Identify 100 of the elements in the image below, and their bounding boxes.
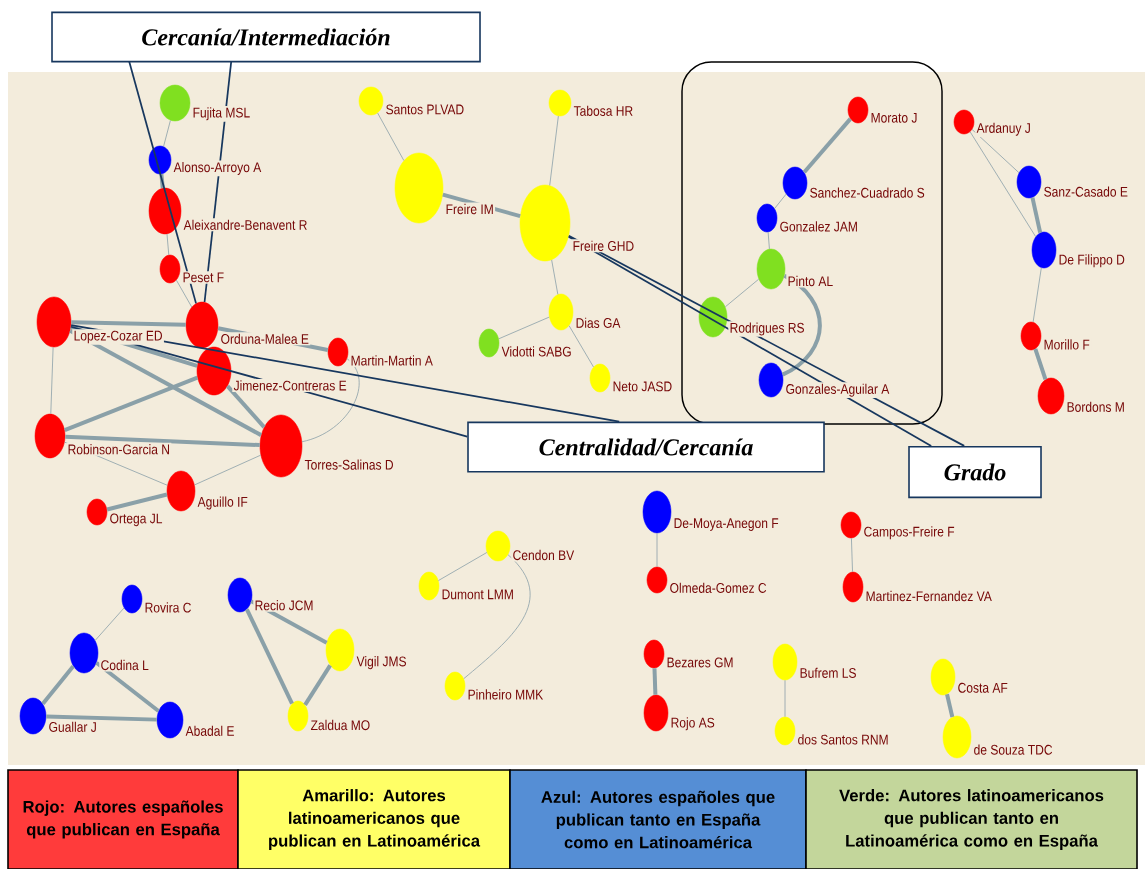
author-name: Guallar J [47, 720, 99, 734]
author-name: Sanz-Casado E [1042, 185, 1130, 199]
author-name: Bordons M [1065, 400, 1127, 414]
author-circle [159, 84, 191, 122]
author-circle [840, 511, 862, 539]
network-link [250, 599, 328, 645]
leader-line [128, 60, 197, 305]
author-circle [148, 145, 172, 175]
author-circle [485, 530, 511, 562]
network-link [442, 192, 521, 219]
author-circle [418, 571, 440, 601]
network-link [438, 552, 488, 581]
author-name: Bezares GM [665, 656, 735, 669]
network-link [50, 346, 54, 415]
author-circle [185, 301, 219, 349]
author-circle [159, 254, 181, 284]
author-circle [643, 694, 669, 732]
author-name: Santos PLVAD [384, 103, 466, 116]
network-link [41, 665, 75, 706]
network-link [1032, 267, 1042, 323]
network-link [784, 679, 786, 718]
author-name: Aleixandre-Benavent R [182, 218, 309, 232]
author-name: Sanchez-Cuadrado S [808, 186, 927, 200]
network-link [971, 129, 1020, 174]
network-link [301, 358, 360, 443]
author-circle [953, 109, 975, 135]
author-circle [394, 152, 444, 224]
author-name: Freire GHD [571, 239, 636, 253]
author-circle [643, 639, 665, 669]
author-circle [156, 701, 184, 739]
group-frame [681, 61, 943, 425]
author-circle [166, 470, 196, 512]
legend-cell: Rojo: Autores españoles que publican en España [7, 769, 239, 869]
author-name: Abadal E [184, 724, 236, 738]
author-circle [646, 566, 668, 594]
network-link [945, 693, 955, 718]
network-link [851, 537, 853, 573]
callout-box: Grado [908, 445, 1042, 499]
network-link [69, 329, 263, 437]
author-circle [930, 658, 956, 696]
author-circle [772, 643, 798, 681]
author-circle [325, 628, 355, 672]
author-circle [1031, 231, 1057, 269]
legend-cell: Verde: Autores latinoamericanos que publican tanto en Latinoamérica como en España [805, 769, 1138, 869]
callout-box: Cercanía/Intermediación [51, 11, 481, 63]
network-link [551, 259, 559, 295]
network-link [969, 131, 1037, 238]
network-link [568, 325, 594, 368]
author-name: Rodrigues RS [728, 321, 806, 337]
author-circle [842, 571, 864, 603]
network-link [781, 274, 822, 377]
network-link [46, 714, 157, 722]
network-link [106, 492, 168, 512]
author-circle [19, 697, 47, 735]
author-name: Neto JASD [611, 380, 674, 393]
network-link [176, 279, 193, 308]
author-circle [942, 715, 972, 759]
author-circle [589, 363, 611, 393]
author-name: Ardanuy J [975, 121, 1033, 138]
network-link [802, 117, 852, 174]
author-circle [548, 293, 574, 331]
legend-cell: Amarillo: Autores latinoamericanos que publican en Latinoamérica [237, 769, 511, 869]
author-circle [758, 362, 784, 398]
author-circle [259, 414, 303, 478]
author-circle [86, 498, 108, 526]
author-name: Aguillo IF [196, 495, 250, 511]
network-link [549, 115, 559, 186]
network-link [377, 112, 405, 161]
author-name: De-Moya-Anegon F [672, 517, 780, 533]
network-link [463, 554, 531, 680]
network-link [724, 278, 760, 308]
author-circle [782, 166, 808, 200]
callout-box: Centralidad/Cercanía [467, 421, 825, 473]
network-link [652, 668, 658, 695]
author-circle [1020, 321, 1042, 351]
network-link [159, 173, 165, 189]
author-name: Torres-Salinas D [303, 458, 395, 472]
author-circle [327, 337, 349, 367]
network-link [774, 193, 787, 209]
author-circle [287, 700, 309, 732]
legend-cell: Azul: Autores españoles que publican tanto en España como en Latinoamérica [509, 769, 807, 869]
author-circle [148, 187, 182, 235]
network-link [245, 608, 294, 705]
network-link [194, 454, 262, 486]
author-name: Ortega JL [108, 512, 164, 528]
author-name: Olmeda-Gomez C [668, 581, 768, 595]
author-circle [196, 346, 232, 396]
author-circle [642, 490, 672, 534]
network-link [166, 233, 170, 256]
author-name: Dumont LMM [440, 588, 516, 601]
author-circle [478, 328, 500, 358]
author-circle [444, 671, 466, 701]
author-circle [358, 86, 384, 116]
network-link [64, 375, 199, 433]
author-circle [519, 184, 571, 262]
author-circle [756, 203, 778, 233]
author-name: Lopez-Cozar ED [72, 329, 164, 345]
author-circle [227, 577, 253, 613]
network-link [163, 120, 171, 147]
author-circle [756, 248, 786, 290]
